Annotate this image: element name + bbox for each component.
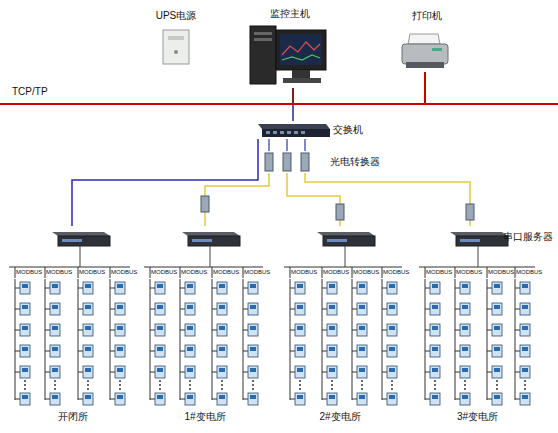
bus-name: MODBUS [46,269,72,276]
node-label: 光电转换器 [330,156,380,168]
station-node: 1#变电所 [140,226,270,425]
bus-name: MODBUS [353,269,379,276]
bus-name: MODBUS [383,269,409,276]
computer-icon [250,26,326,84]
node-label: 监控主机 [270,8,310,20]
node-label: 3#变电所 [457,411,498,423]
bus-name: MODBUS [16,269,42,276]
bus-name: MODBUS [213,269,239,276]
network-cable [269,139,305,151]
bus-name: MODBUS [323,269,349,276]
bus-name: MODBUS [244,269,270,276]
station-node: 开闭所 [5,226,140,425]
network-cable [205,173,269,226]
small-converter-icons [201,196,474,220]
bus-name: MODBUS [79,269,105,276]
network-cable [305,173,470,226]
node-label: UPS电源 [156,10,197,22]
device-label: 串口服务器 [503,231,553,242]
host-node: 监控主机 [245,8,335,88]
switch-icon [258,124,330,137]
bus-band: TCP/TP [0,86,558,105]
node-label: 开闭所 [58,411,88,423]
network-cable [292,105,294,121]
network-cable [287,173,340,226]
node-label: 2#变电所 [319,411,360,423]
bus-name: MODBUS [291,269,317,276]
station-node: 3#变电所 [410,226,545,425]
bus-name: MODBUS [181,269,207,276]
printer-node: 打印机 [396,10,458,72]
optical-converter-icons [265,153,309,171]
network-cable [292,88,294,103]
printer-icon [402,34,448,68]
switch-node: 交换机 [255,121,365,139]
node-label: TCP/TP [12,86,48,98]
ups-icon [163,30,189,64]
node-label: 交换机 [333,124,363,136]
bus-name: MODBUS [426,269,452,276]
bus-name: MODBUS [488,269,514,276]
ups-node: UPS电源 [145,10,207,66]
bus-name: MODBUS [516,269,542,276]
node-label: 1#变电所 [184,411,225,423]
bus-name: MODBUS [111,269,137,276]
converter-node: 光电转换器 [262,151,382,173]
bus-name: MODBUS [456,269,482,276]
station-node: 2#变电所 [275,226,405,425]
network-cable [424,72,426,103]
node-label: 打印机 [412,10,442,22]
network-cable [72,139,258,226]
bus-name: MODBUS [151,269,177,276]
station-buses [9,232,535,405]
